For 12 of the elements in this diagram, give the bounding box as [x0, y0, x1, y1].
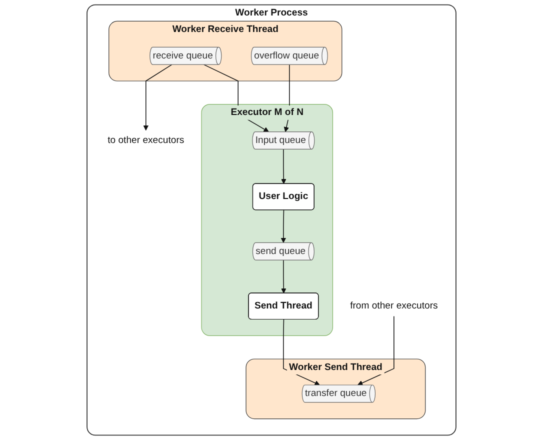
node-text: to other executors — [108, 135, 184, 146]
arrow — [280, 210, 286, 243]
arrow — [358, 316, 394, 386]
node-text: Input queue — [255, 135, 306, 146]
node-text: receive queue — [152, 50, 213, 61]
node-text: send queue — [256, 246, 306, 256]
arrow — [281, 148, 286, 184]
arrow — [283, 319, 320, 386]
node-text: overflow queue — [254, 50, 320, 61]
node-text: transfer queue — [305, 388, 367, 398]
node-text: from other executors — [350, 300, 438, 311]
arrow — [281, 260, 286, 294]
